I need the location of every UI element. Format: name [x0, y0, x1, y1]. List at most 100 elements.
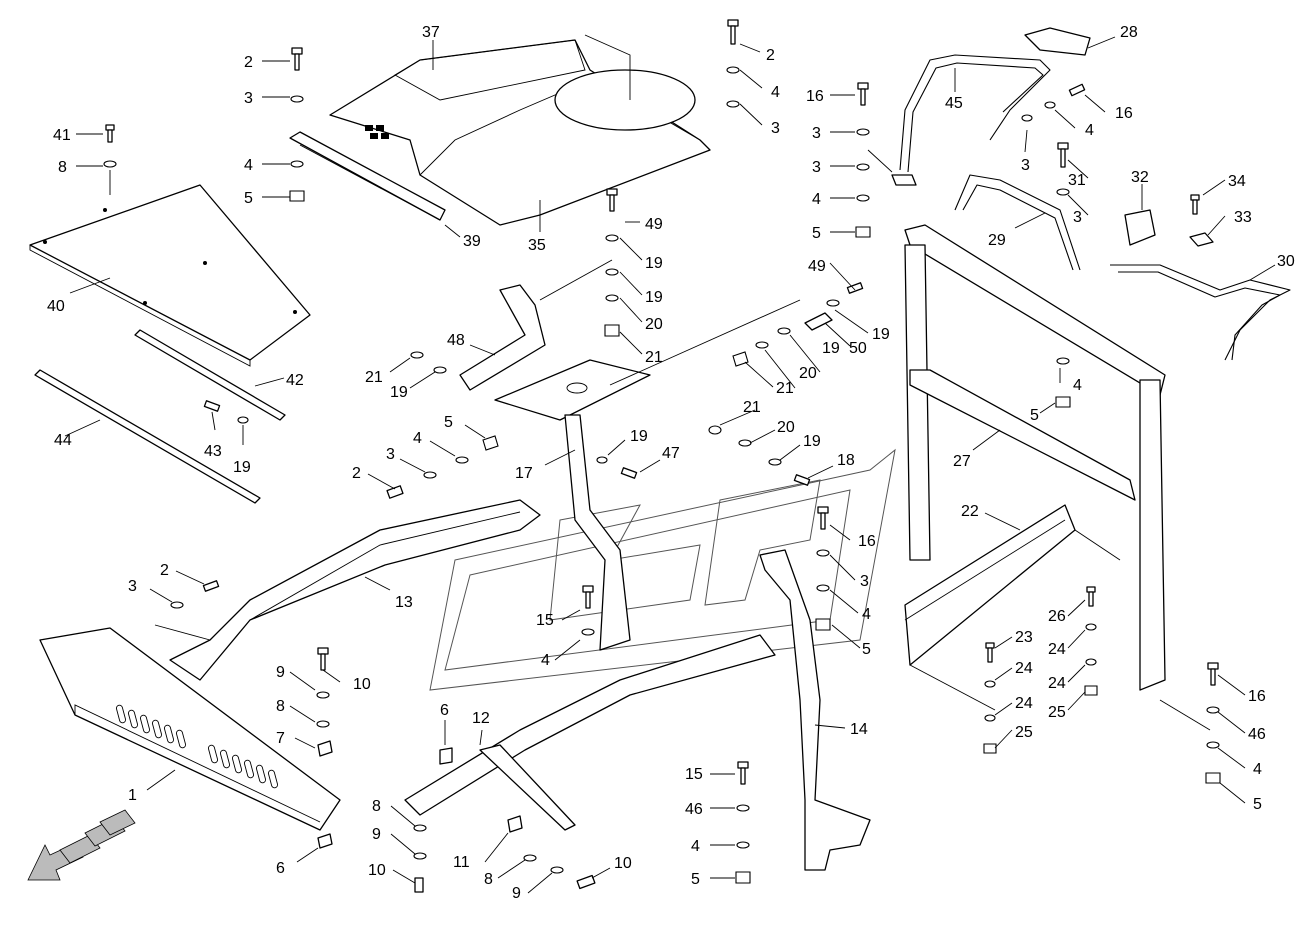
callout-4: 4 [244, 157, 253, 174]
callout-4: 4 [1253, 761, 1262, 778]
callout-4: 4 [812, 191, 821, 208]
callout-8: 8 [484, 871, 493, 888]
callout-1: 1 [128, 787, 137, 804]
callout-3: 3 [386, 446, 395, 463]
callout-9: 9 [512, 885, 521, 902]
callout-20: 20 [777, 419, 795, 436]
callout-9: 9 [372, 826, 381, 843]
callout-4: 4 [541, 652, 550, 669]
part-32-block [1124, 209, 1156, 246]
callout-4: 4 [1085, 122, 1094, 139]
part-48-bracket [459, 284, 546, 391]
part-44-bar [34, 369, 261, 504]
callout-3: 3 [1021, 157, 1030, 174]
callout-35: 35 [528, 237, 546, 254]
callout-24: 24 [1048, 641, 1066, 658]
callout-19: 19 [872, 326, 890, 343]
callout-49: 49 [808, 258, 826, 275]
callout-44: 44 [54, 432, 72, 449]
callout-19: 19 [233, 459, 251, 476]
callout-32: 32 [1131, 169, 1149, 186]
callout-4: 4 [413, 430, 422, 447]
part-40-panel [29, 184, 311, 367]
direction-arrow-icon [27, 809, 136, 881]
callout-20: 20 [799, 365, 817, 382]
callout-46: 46 [685, 801, 703, 818]
callout-5: 5 [691, 871, 700, 888]
callout-11: 11 [453, 854, 470, 871]
callout-16: 16 [806, 88, 824, 105]
part-29-grab-bar [954, 174, 1081, 271]
callout-labels: 37 2 3 4 5 39 35 41 8 40 42 44 43 19 48 … [47, 24, 1295, 902]
callout-17: 17 [515, 465, 533, 482]
callout-19: 19 [390, 384, 408, 401]
callout-30: 30 [1277, 253, 1295, 270]
callout-14: 14 [850, 721, 868, 738]
callout-33: 33 [1234, 209, 1252, 226]
callout-8: 8 [372, 798, 381, 815]
callout-20: 20 [645, 316, 663, 333]
callout-46: 46 [1248, 726, 1266, 743]
callout-24: 24 [1015, 660, 1033, 677]
callout-10: 10 [368, 862, 386, 879]
callout-19: 19 [803, 433, 821, 450]
callout-39: 39 [463, 233, 481, 250]
callout-3: 3 [860, 573, 869, 590]
part-42-bar [134, 329, 286, 421]
callout-6: 6 [276, 860, 285, 877]
callout-19: 19 [645, 255, 663, 272]
callout-21: 21 [645, 349, 663, 366]
watermark-logo [429, 448, 896, 691]
callout-8: 8 [276, 698, 285, 715]
callout-3: 3 [771, 120, 780, 137]
callout-21: 21 [776, 380, 794, 397]
callout-47: 47 [662, 445, 680, 462]
part-28-cap [1024, 27, 1091, 56]
callout-2: 2 [160, 562, 169, 579]
slot-row [115, 704, 279, 789]
part-33-clip [1189, 232, 1214, 247]
callout-6: 6 [440, 702, 449, 719]
callout-29: 29 [988, 232, 1006, 249]
part-12-lower-arm [404, 634, 776, 831]
callout-9: 9 [276, 664, 285, 681]
callout-19: 19 [822, 340, 840, 357]
fasteners [103, 19, 1221, 893]
part-13-arm [169, 499, 541, 681]
callout-3: 3 [1073, 209, 1082, 226]
callout-18: 18 [837, 452, 855, 469]
callout-43: 43 [204, 443, 222, 460]
callout-5: 5 [1030, 407, 1039, 424]
callout-4: 4 [1073, 377, 1082, 394]
callout-16: 16 [858, 533, 876, 550]
callout-5: 5 [244, 190, 253, 207]
callout-19: 19 [630, 428, 648, 445]
callout-21: 21 [365, 369, 383, 386]
callout-10: 10 [353, 676, 371, 693]
callout-24: 24 [1048, 675, 1066, 692]
callout-34: 34 [1228, 173, 1246, 190]
callout-19: 19 [645, 289, 663, 306]
callout-22: 22 [961, 503, 979, 520]
callout-5: 5 [444, 414, 453, 431]
callout-21: 21 [743, 399, 761, 416]
callout-3: 3 [244, 90, 253, 107]
callout-10: 10 [614, 855, 632, 872]
callout-3: 3 [812, 125, 821, 142]
callout-48: 48 [447, 332, 465, 349]
callout-50: 50 [849, 340, 867, 357]
part-37-top-cover [329, 34, 711, 226]
callout-23: 23 [1015, 629, 1033, 646]
callout-28: 28 [1120, 24, 1138, 41]
callout-16: 16 [1115, 105, 1133, 122]
callout-4: 4 [862, 606, 871, 623]
callout-7: 7 [276, 730, 285, 747]
callout-42: 42 [286, 372, 304, 389]
callout-15: 15 [536, 612, 554, 629]
part-39-bracket [289, 131, 446, 221]
callout-26: 26 [1048, 608, 1066, 625]
callout-2: 2 [766, 47, 775, 64]
callout-37: 37 [422, 24, 440, 41]
